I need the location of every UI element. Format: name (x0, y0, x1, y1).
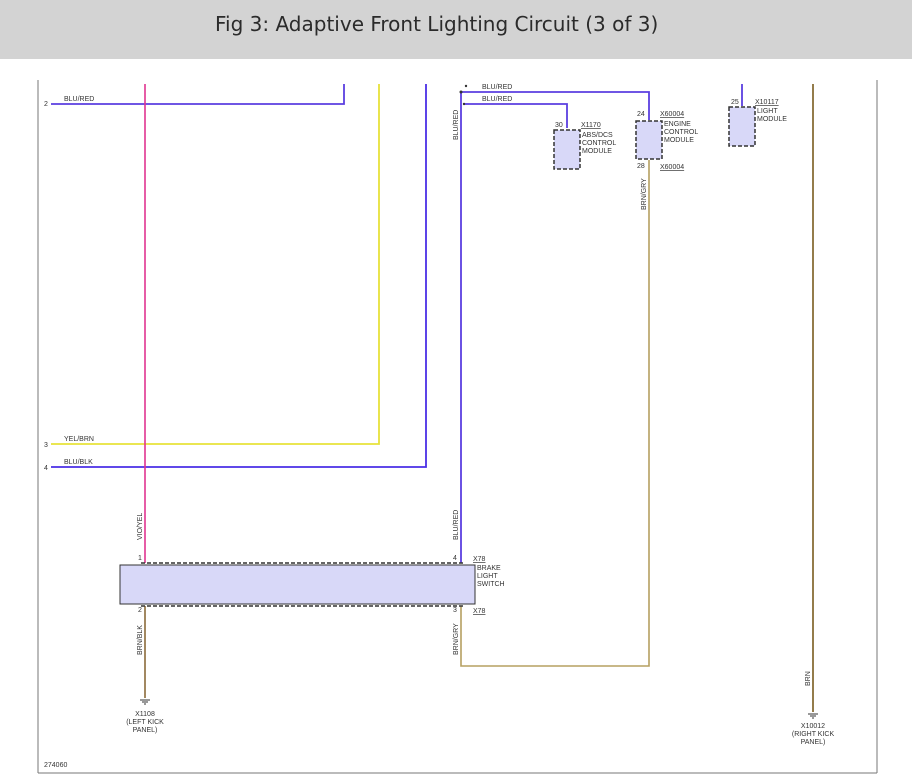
abs-pin: 30 (555, 122, 563, 129)
wire-brn-gry (460, 160, 650, 667)
splice-marks (459, 84, 468, 106)
switch-name-line: BRAKE (477, 565, 501, 572)
ground-left: X1108 (LEFT KICK PANEL) (126, 699, 164, 734)
figure-title: Fig 3: Adaptive Front Lighting Circuit (… (215, 12, 659, 36)
vertical-wire-label: BRN (805, 671, 812, 686)
ground-id: X1108 (135, 711, 155, 718)
vertical-wire-label: BLU/RED (453, 110, 460, 140)
abs-module: 30 X1170 ABS/DCS CONTROL MODULE (553, 122, 616, 170)
figure-id: 274060 (44, 762, 67, 769)
left-connector-wire: BLU/BLK (64, 459, 93, 466)
abs-connector: X1170 (581, 122, 601, 129)
switch-pin: 4 (453, 555, 457, 562)
ground-location: (LEFT KICK (126, 719, 164, 726)
switch-pin: 1 (138, 555, 142, 562)
left-connector-pin: 2 (44, 101, 48, 108)
abs-name-line: CONTROL (582, 140, 616, 147)
switch-pin: 2 (138, 607, 142, 614)
ground-icon (140, 699, 150, 705)
diagram-frame (37, 80, 878, 774)
vertical-wire-label: BLU/RED (453, 510, 460, 540)
vertical-wire-label: BRN/BLK (137, 625, 144, 655)
wire-blu-red-left (51, 84, 345, 105)
ground-location: (RIGHT KICK (792, 731, 835, 738)
vertical-wire-label: BRN/GRY (453, 623, 460, 655)
left-connector-pin: 3 (44, 442, 48, 449)
light-pin: 25 (731, 99, 739, 106)
wire-blu-red-switch (460, 91, 650, 563)
ground-right: X10012 (RIGHT KICK PANEL) (792, 713, 835, 746)
ecm-pin-bottom: 28 (637, 163, 645, 170)
engine-control-module: 24 X60004 ENGINE CONTROL MODULE 28 X6000… (635, 111, 698, 171)
left-connector-pin: 4 (44, 465, 48, 472)
ground-location: PANEL) (133, 727, 158, 734)
wire-yel-brn (51, 84, 380, 445)
switch-pin: 3 (453, 607, 457, 614)
ground-location: PANEL) (801, 739, 826, 746)
ecm-name-line: CONTROL (664, 129, 698, 136)
light-name-line: LIGHT (757, 108, 778, 115)
light-connector: X10117 (755, 99, 779, 106)
switch-connector-bottom: X78 (473, 608, 486, 615)
left-connector-wire: BLU/RED (64, 96, 94, 103)
ecm-name-line: MODULE (664, 137, 694, 144)
ecm-name-line: ENGINE (664, 121, 691, 128)
left-connectors: 2 BLU/RED 3 YEL/BRN 4 BLU/BLK (44, 96, 94, 472)
left-connector-wire: YEL/BRN (64, 436, 94, 443)
switch-name-line: SWITCH (477, 581, 505, 588)
ground-id: X10012 (801, 723, 825, 730)
ecm-pin-top: 24 (637, 111, 645, 118)
top-wire-label: BLU/RED (482, 84, 512, 91)
ecm-connector-bottom: X60004 (660, 164, 684, 171)
top-wire-label: BLU/RED (482, 96, 512, 103)
figure-header: Fig 3: Adaptive Front Lighting Circuit (… (0, 0, 912, 59)
brake-light-switch: 1 4 2 3 X78 BRAKE LIGHT SWITCH X78 (119, 555, 505, 615)
light-module: 25 X10117 LIGHT MODULE (728, 99, 787, 147)
vertical-wire-label: BRN/GRY (641, 178, 648, 210)
abs-name-line: MODULE (582, 148, 612, 155)
ground-icon (808, 713, 818, 719)
wire-blu-blk (51, 84, 427, 468)
vertical-wire-label: VIO/YEL (137, 513, 144, 540)
abs-name-line: ABS/DCS (582, 132, 613, 139)
switch-connector-top: X78 (473, 556, 486, 563)
switch-name-line: LIGHT (477, 573, 498, 580)
ecm-connector-top: X60004 (660, 111, 684, 118)
light-name-line: MODULE (757, 116, 787, 123)
